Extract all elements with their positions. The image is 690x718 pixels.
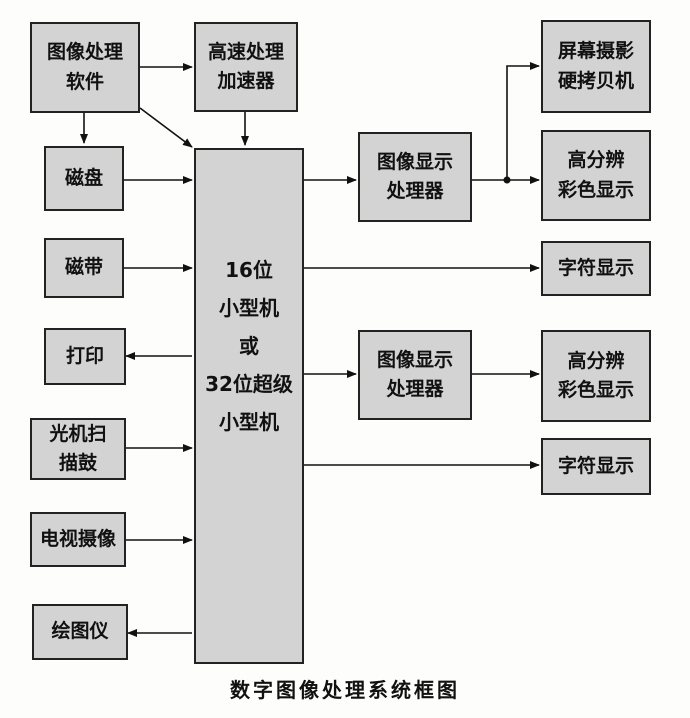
arrow-software-computer bbox=[139, 107, 193, 148]
hires-color-display-2-box: 高分辨 彩色显示 bbox=[541, 330, 651, 422]
screen-camera-hardcopy-box: 屏幕摄影 硬拷贝机 bbox=[541, 20, 651, 113]
tv-camera-box: 电视摄像 bbox=[30, 512, 126, 567]
optical-scanner-box: 光机扫 描鼓 bbox=[30, 418, 126, 480]
plotter-box: 绘图仪 bbox=[32, 604, 128, 660]
hires-color-display-1-box: 高分辨 彩色显示 bbox=[541, 130, 651, 221]
image-display-processor-1-box: 图像显示 处理器 bbox=[358, 132, 472, 222]
arrow-displayproc1-screencamera bbox=[506, 62, 540, 180]
figure-caption: 数字图像处理系统框图 bbox=[230, 678, 460, 702]
disk-box: 磁盘 bbox=[44, 146, 124, 211]
junction-dot bbox=[503, 176, 511, 184]
image-display-processor-2-box: 图像显示 处理器 bbox=[358, 330, 472, 420]
character-display-1-box: 字符显示 bbox=[541, 241, 651, 296]
minicomputer-box: 16位 小型机 或 32位超级 小型机 bbox=[194, 148, 304, 664]
printer-box: 打印 bbox=[44, 328, 126, 385]
image-processing-software-box: 图像处理 软件 bbox=[30, 22, 140, 113]
tape-box: 磁带 bbox=[44, 238, 124, 298]
high-speed-accelerator-box: 高速处理 加速器 bbox=[194, 22, 298, 112]
character-display-2-box: 字符显示 bbox=[541, 438, 651, 495]
